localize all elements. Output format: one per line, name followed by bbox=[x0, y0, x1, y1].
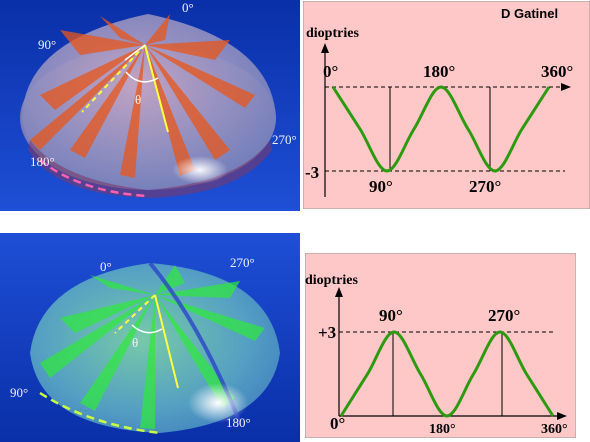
angle-label-90: 90° bbox=[38, 37, 56, 52]
angle-label-180: 180° bbox=[226, 415, 251, 430]
angle-label-0: 0° bbox=[182, 0, 194, 15]
x-tick-90: 90° bbox=[369, 177, 393, 196]
x-tick-270: 270° bbox=[469, 177, 501, 196]
x-tick-270: 270° bbox=[488, 306, 520, 325]
angle-label-270: 270° bbox=[272, 132, 297, 147]
angle-label-0: 0° bbox=[100, 259, 112, 274]
x-tick-360: 360° bbox=[541, 62, 573, 81]
angle-label-180: 180° bbox=[30, 154, 55, 169]
top-curve-group bbox=[331, 85, 551, 173]
x-tick-180: 180° bbox=[429, 422, 456, 437]
bottom-power-curve-chart: dioptries 90° 270° +3 0° 180° 360° bbox=[305, 253, 576, 438]
angle-label-90: 90° bbox=[10, 385, 28, 400]
y-tick-min: -3 bbox=[305, 163, 319, 182]
y-axis-label: dioptries bbox=[306, 26, 359, 41]
bottom-lens-illustration: θ 0° 270° 90° 180° bbox=[0, 233, 300, 442]
x-tick-180: 180° bbox=[423, 62, 455, 81]
angle-label-270: 270° bbox=[230, 255, 255, 270]
top-lens-illustration: θ 0° 90° 180° 270° bbox=[0, 0, 300, 211]
bottom-curve-group bbox=[339, 330, 555, 418]
power-curve-line bbox=[339, 330, 555, 418]
top-power-curve-chart: D Gatinel dioptries 0° 180° 360° 90° 270… bbox=[303, 1, 590, 209]
y-tick-max: +3 bbox=[318, 323, 336, 342]
x-tick-0: 0° bbox=[330, 414, 345, 433]
x-tick-360: 360° bbox=[541, 422, 568, 437]
x-tick-0: 0° bbox=[323, 62, 338, 81]
theta-label: θ bbox=[135, 92, 141, 107]
credit-text: D Gatinel bbox=[501, 6, 558, 21]
x-tick-90: 90° bbox=[379, 306, 403, 325]
power-curve-line bbox=[331, 85, 551, 173]
y-axis-label: dioptries bbox=[305, 273, 358, 288]
theta-label: θ bbox=[132, 335, 138, 350]
